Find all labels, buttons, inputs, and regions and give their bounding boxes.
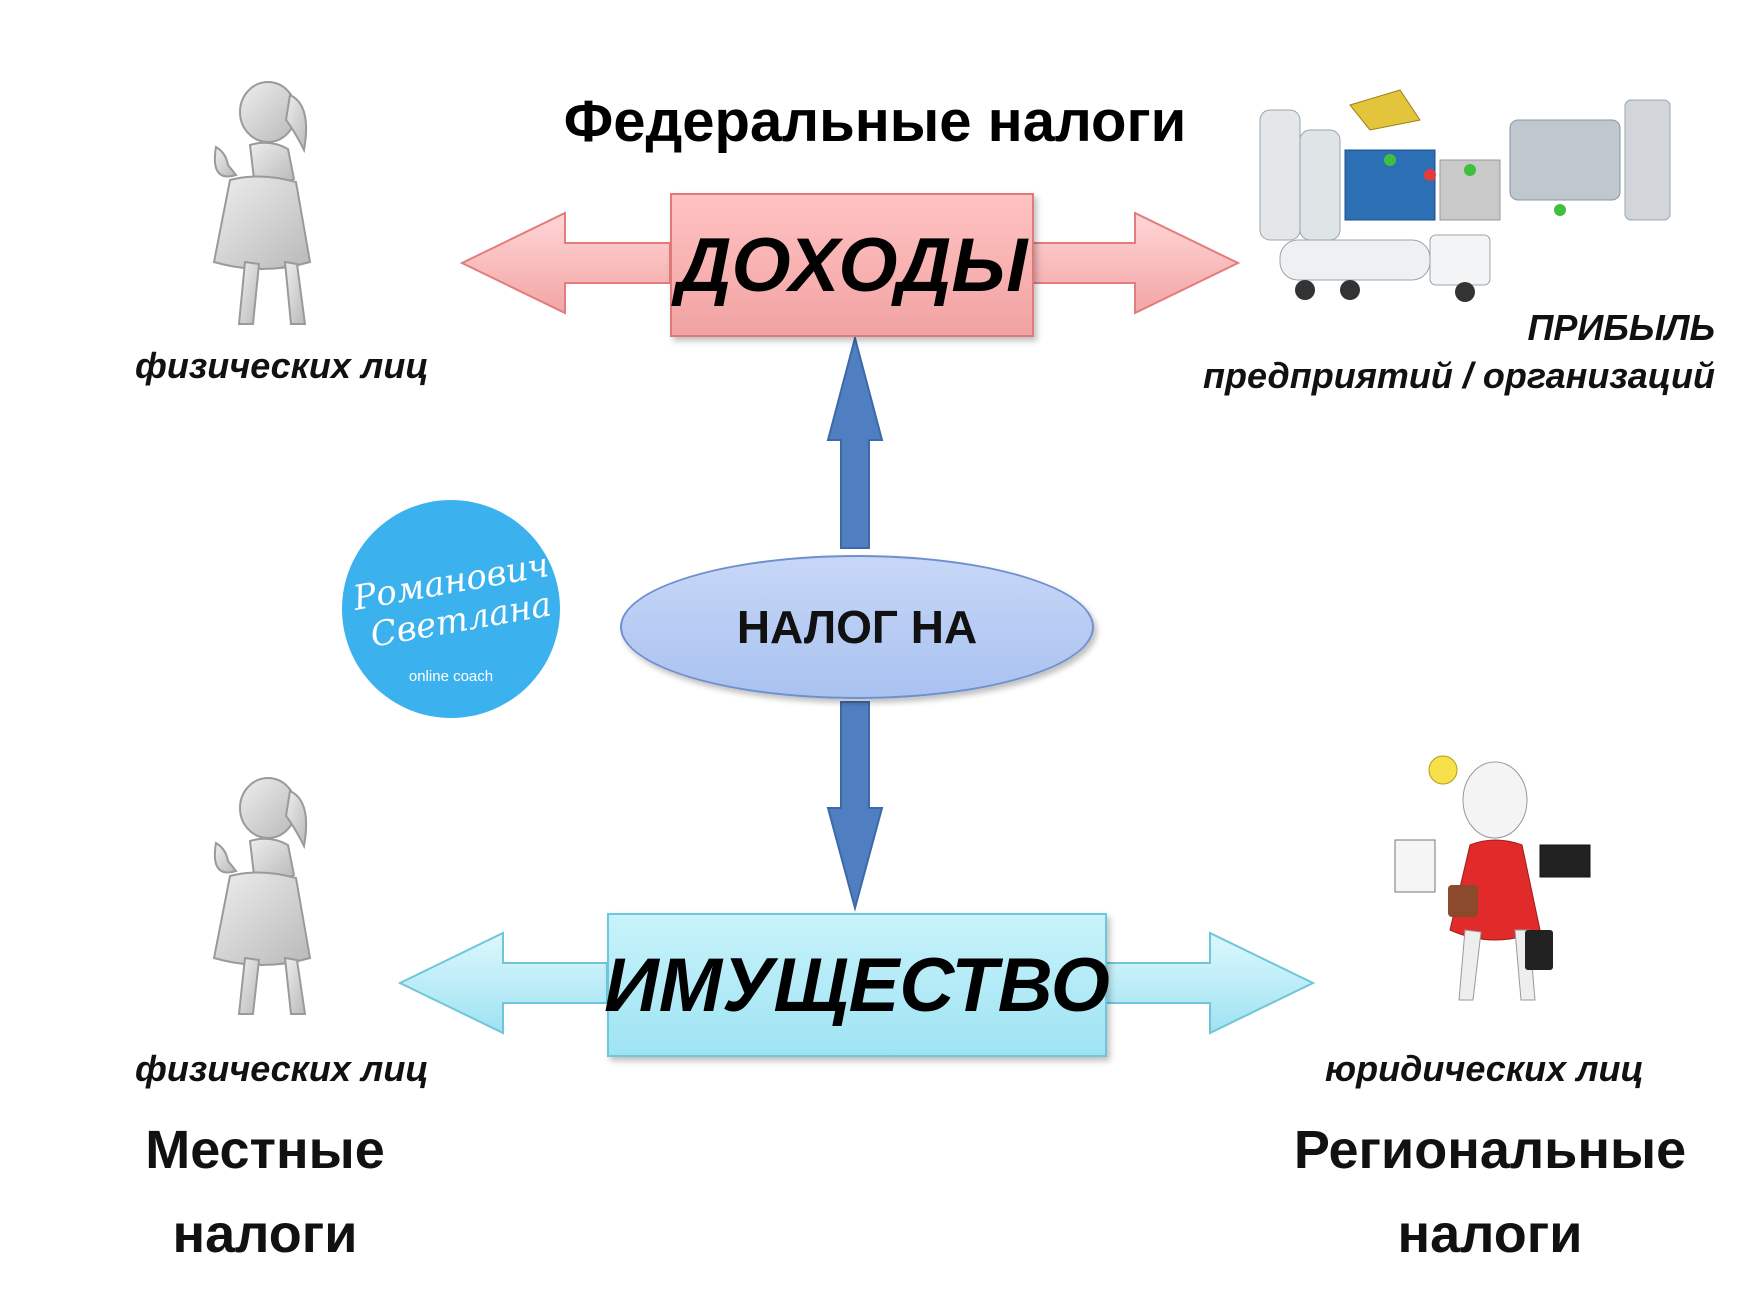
- logo: Романович Светлана online coach: [342, 500, 560, 718]
- person-figure-bottom-left-icon: [212, 777, 312, 1015]
- property-box: ИМУЩЕСТВО: [604, 913, 1110, 1057]
- local-taxes-line2: налоги: [172, 1204, 358, 1264]
- arrow-property-right: [1102, 931, 1316, 1035]
- logo-caption: online coach: [408, 668, 494, 685]
- label-individuals-top: физических лиц: [135, 345, 429, 386]
- regional-taxes-line2: налоги: [1397, 1204, 1583, 1264]
- regional-taxes-title: Региональные налоги: [1260, 1108, 1720, 1276]
- local-taxes-title: Местные налоги: [105, 1108, 425, 1276]
- arrow-income-left: [459, 211, 671, 315]
- arrow-up: [826, 334, 884, 549]
- income-box: ДОХОДЫ: [670, 193, 1034, 337]
- arrow-property-left: [397, 931, 608, 1035]
- label-enterprises: предприятий / организаций: [1203, 355, 1715, 396]
- label-individuals-bottom: физических лиц: [135, 1048, 429, 1089]
- arrow-income-right: [1029, 211, 1241, 315]
- factory-illustration-icon: [1259, 89, 1671, 302]
- label-legal-entities: юридических лиц: [1325, 1048, 1644, 1089]
- tax-center-label: НАЛОГ НА: [736, 601, 978, 653]
- arrow-down: [826, 701, 884, 912]
- person-figure-top-left-icon: [212, 81, 312, 325]
- regional-taxes-line1: Региональные: [1293, 1120, 1687, 1180]
- local-taxes-line1: Местные: [145, 1120, 385, 1180]
- page-title: Федеральные налоги: [563, 89, 1187, 154]
- label-profit: ПРИБЫЛЬ: [1527, 307, 1715, 348]
- tax-center-ellipse: НАЛОГ НА: [620, 555, 1094, 699]
- businesswoman-figure-icon: [1394, 755, 1591, 1001]
